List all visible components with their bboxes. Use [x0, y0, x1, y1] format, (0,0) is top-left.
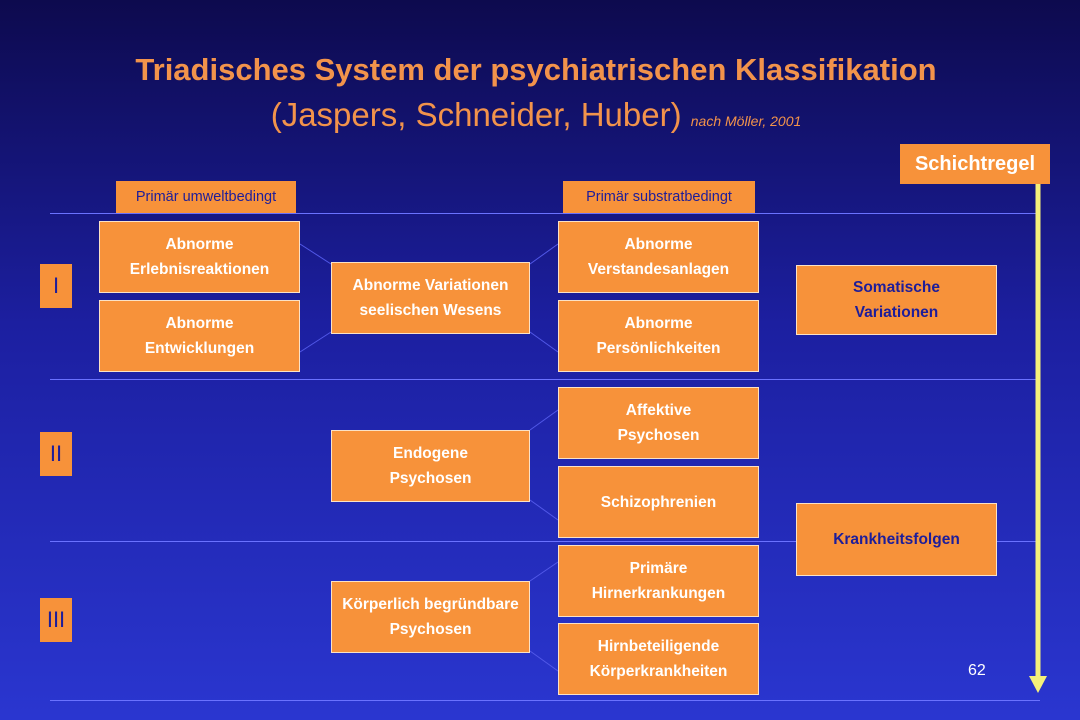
page-number: 62 [968, 662, 986, 679]
slide-title: Triadisches System der psychiatrischen K… [135, 52, 937, 87]
slide-subtitle: (Jaspers, Schneider, Huber) nach Möller,… [0, 96, 1072, 134]
divider-2 [50, 541, 1040, 542]
level-3-label: III [40, 598, 72, 642]
connector-variationen-persoenlichkeiten [529, 331, 559, 353]
header-substratbedingt: Primär substratbedingt [563, 181, 755, 213]
connector-koerperlich-hirnerkrankungen [529, 561, 559, 582]
level-1-label: I [40, 264, 72, 308]
divider-top [50, 213, 1040, 214]
level-2-label: II [40, 432, 72, 476]
subtitle-authors: (Jaspers, Schneider, Huber) [270, 96, 682, 133]
schichtregel-arrow-head [1029, 676, 1047, 693]
schichtregel-label: Schichtregel [900, 144, 1050, 184]
divider-1 [50, 379, 1040, 380]
node-schizophrenien: Schizophrenien [558, 466, 759, 538]
connector-erlebnis-variationen [299, 243, 332, 265]
node-krankheitsfolgen: Krankheitsfolgen [796, 503, 997, 576]
divider-bottom [50, 700, 1040, 701]
connector-endogene-affektive [529, 409, 559, 431]
connector-koerperlich-hirnbeteiligende [529, 650, 559, 672]
connector-variationen-verstandesanlagen [529, 243, 559, 265]
connector-endogene-schizophrenien [529, 499, 559, 521]
header-umweltbedingt: Primär umweltbedingt [116, 181, 296, 213]
connector-entwicklungen-variationen [299, 331, 332, 353]
subtitle-source: nach Möller, 2001 [690, 113, 802, 129]
